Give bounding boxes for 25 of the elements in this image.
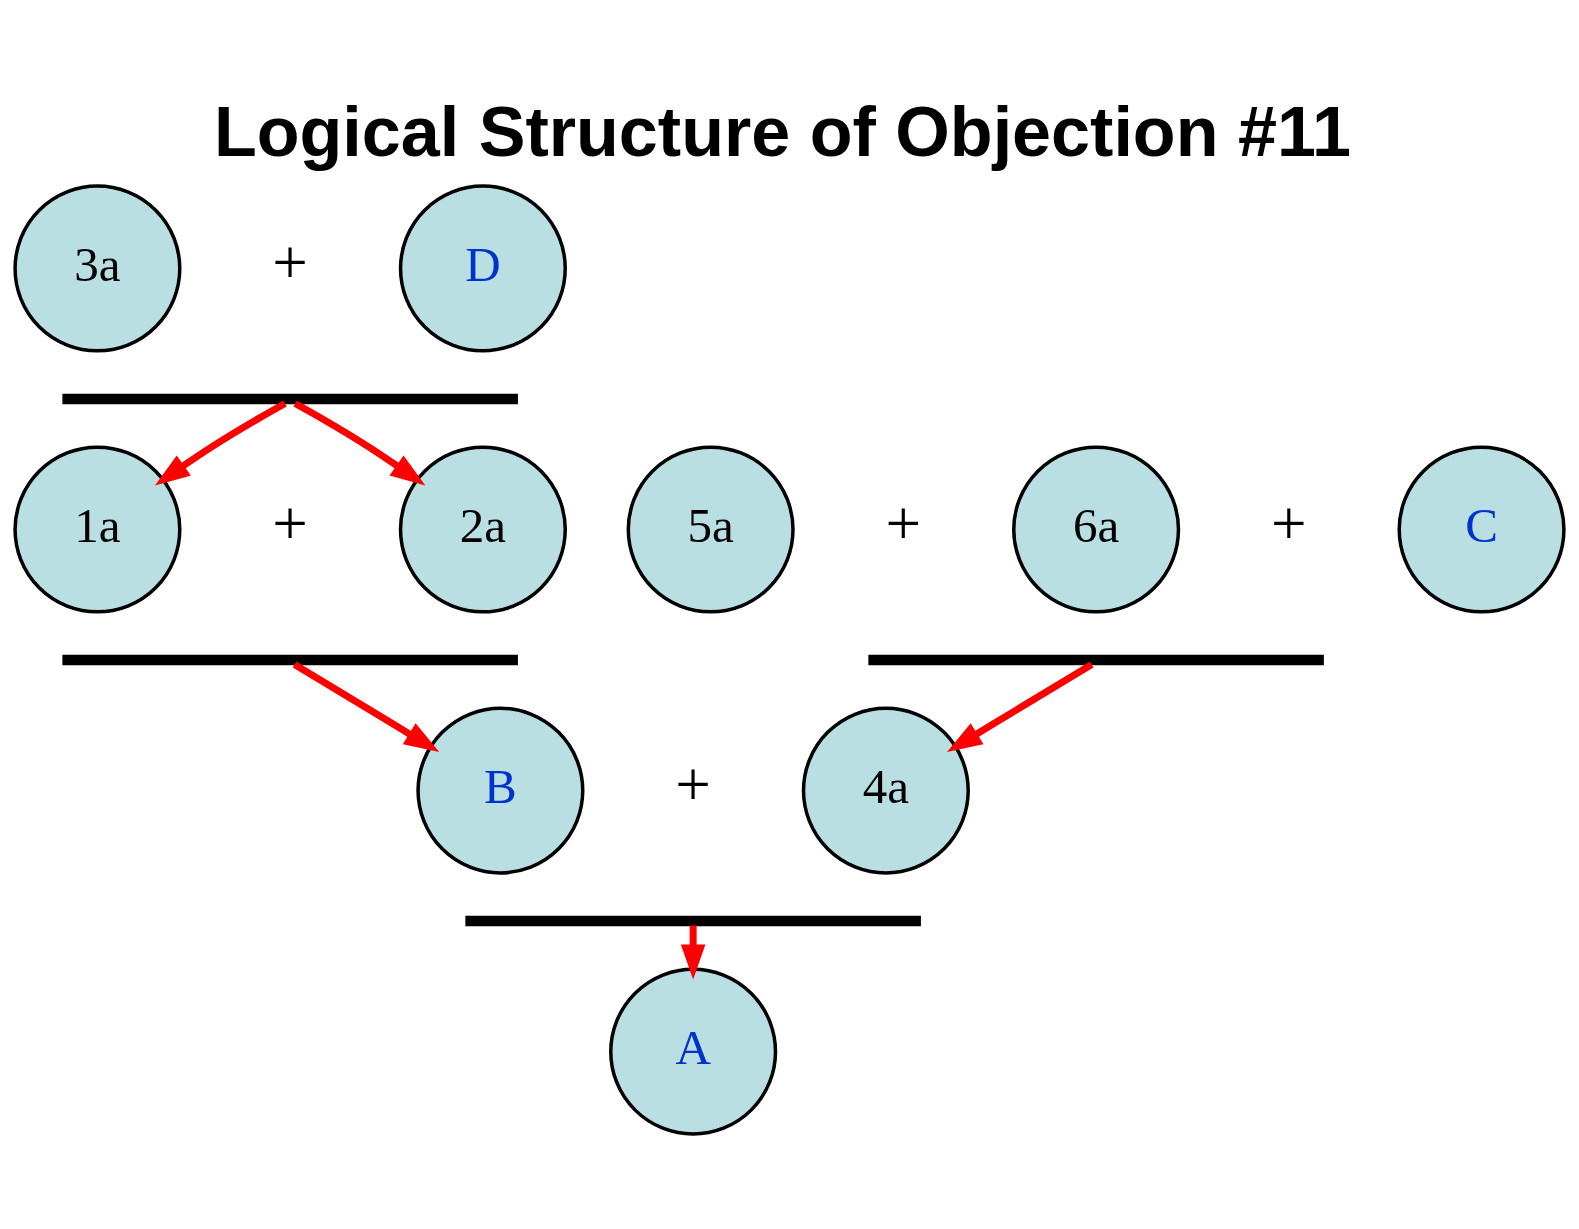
label: + xyxy=(1271,488,1307,559)
arrow xyxy=(292,661,440,752)
node-circle: 2a xyxy=(398,445,567,614)
arrow xyxy=(293,400,426,486)
node-circle: 5a xyxy=(626,445,795,614)
label: + xyxy=(675,750,711,820)
node-bar xyxy=(62,654,518,666)
arrow xyxy=(947,661,1094,752)
node-circle: 1a xyxy=(13,445,182,614)
arrow xyxy=(154,400,287,486)
node-circle: B xyxy=(416,706,585,875)
label: + xyxy=(885,488,922,559)
node-circle: 6a xyxy=(1012,445,1181,614)
label: + xyxy=(272,488,308,559)
node-circle: 4a xyxy=(801,706,970,875)
node-bar xyxy=(62,393,518,405)
node-bar xyxy=(465,915,921,927)
label: + xyxy=(272,227,308,298)
arrow xyxy=(680,925,706,980)
diagram-title: Logical Structure of Objection #11 xyxy=(213,93,1351,172)
node-circle: 3a xyxy=(13,184,182,353)
node-circle: D xyxy=(398,184,567,353)
node-bar xyxy=(868,654,1324,666)
node-circle: C xyxy=(1397,445,1566,614)
node-circle: A xyxy=(609,967,778,1136)
